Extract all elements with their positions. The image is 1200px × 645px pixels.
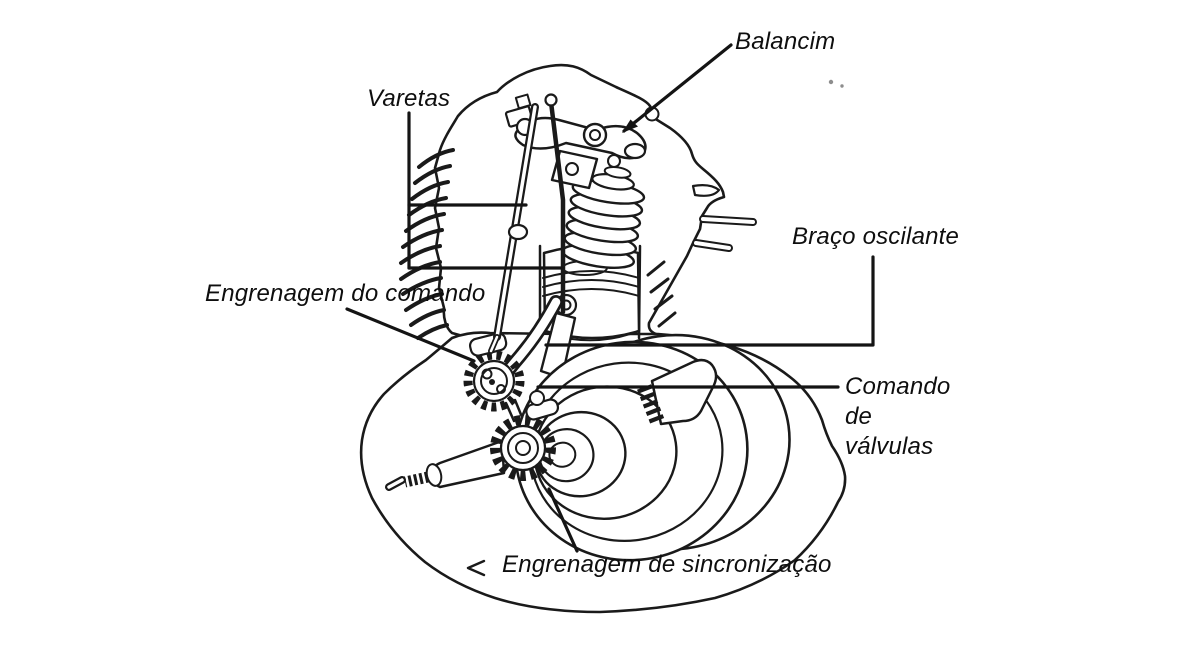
- leader-braco-oscilante: [544, 255, 875, 347]
- label-balancim: Balancim: [735, 28, 836, 55]
- leader-engrenagem-do-comando: [345, 307, 476, 363]
- leader-varetas: [407, 111, 564, 270]
- pushrods: [488, 93, 566, 354]
- output-shaft: [637, 358, 718, 426]
- rocker-arm: [504, 93, 647, 190]
- label-comando-de-valvulas: Comando de válvulas: [845, 373, 951, 460]
- label-engrenagem-do-comando: Engrenagem do comando: [205, 280, 486, 307]
- cam-gear: [463, 295, 563, 423]
- crankshaft-end: [385, 439, 506, 491]
- leader-balancim: [622, 43, 733, 133]
- leader-engrenagem-de-sincronizacao: [547, 487, 579, 553]
- valve-spring: [561, 166, 646, 269]
- label-varetas: Varetas: [367, 85, 451, 112]
- head-studs: [646, 215, 757, 328]
- label-engrenagem-de-sincronizacao: Engrenagem de sincronização: [502, 551, 832, 578]
- label-braco-oscilante: Braço oscilante: [792, 223, 960, 250]
- timing-gear: [490, 415, 556, 481]
